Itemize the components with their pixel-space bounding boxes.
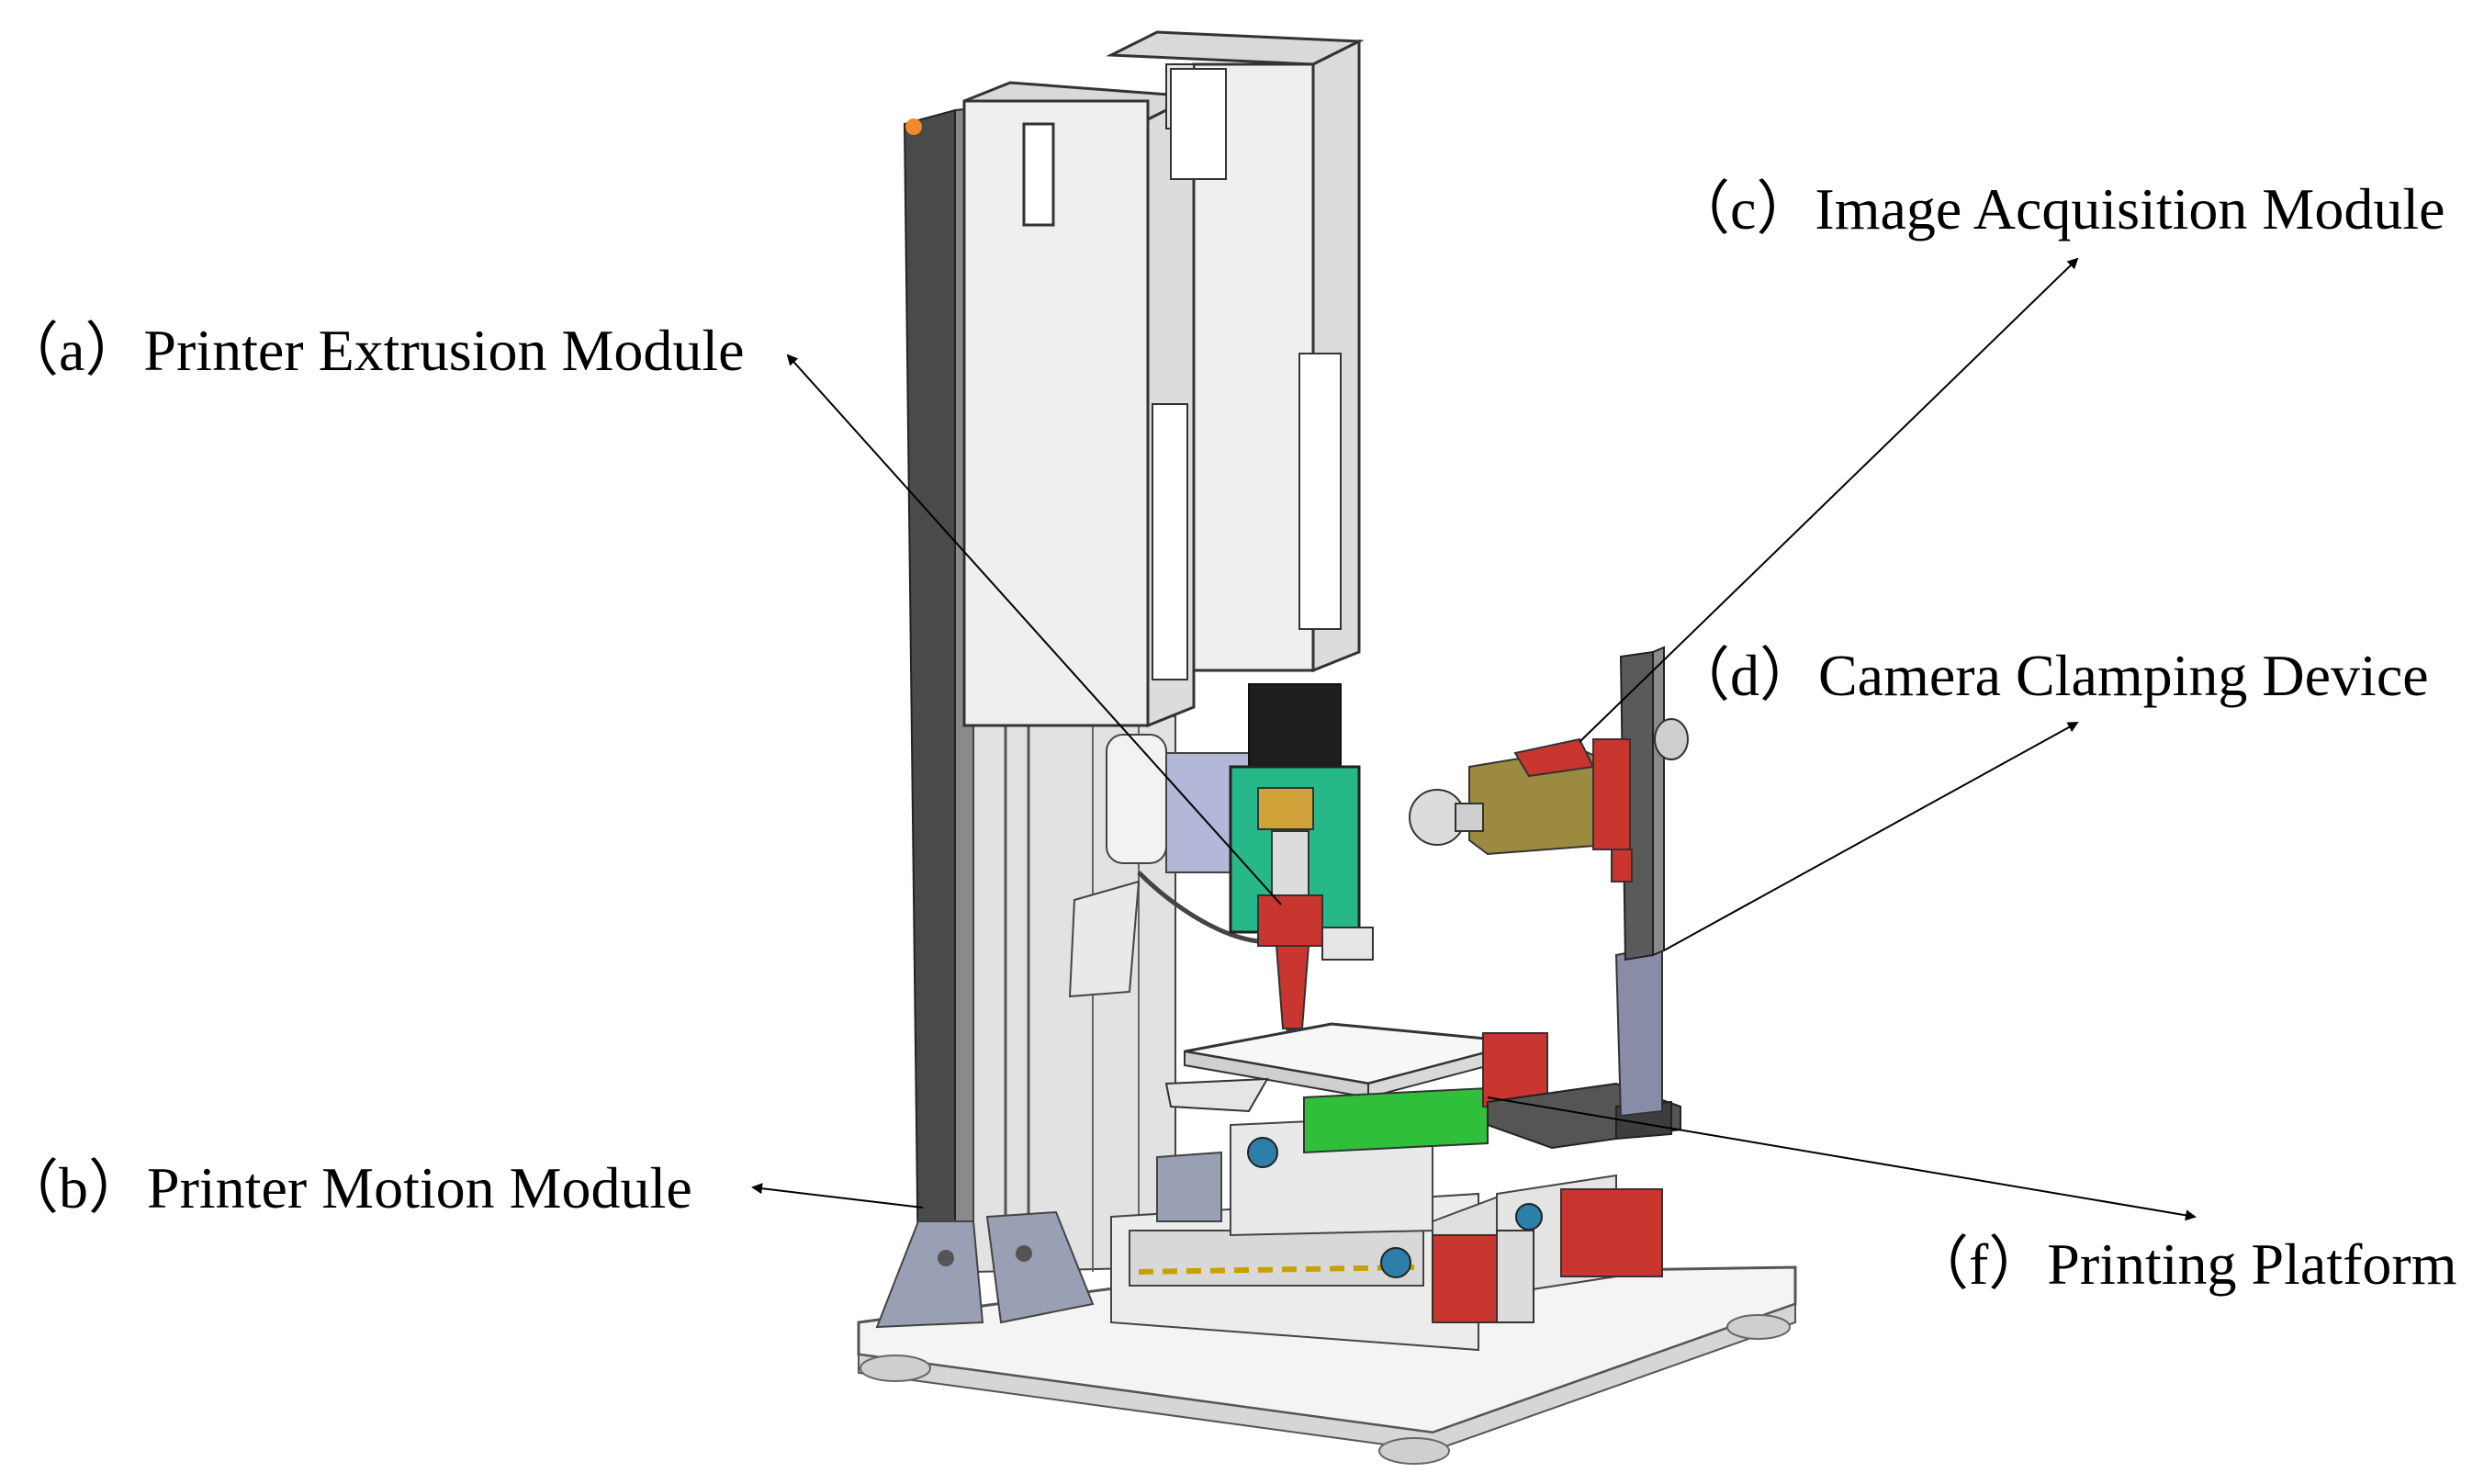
extrusion-housing-left	[962, 81, 1199, 728]
camera-clamp	[1487, 646, 1681, 1150]
printing-platform	[1164, 1022, 1548, 1154]
base-plate	[857, 1265, 1797, 1465]
leader-line-c	[1579, 257, 2079, 743]
label-camera-clamping-device: （d）Camera Clamping Device	[1671, 643, 2429, 708]
syringe-arm	[1068, 734, 1259, 998]
label-printing-platform: （f）Printing Platform	[1910, 1231, 2457, 1297]
leader-line-d	[1663, 722, 2079, 951]
leader-lines	[751, 257, 2197, 1221]
leader-line-a	[786, 354, 1282, 905]
leader-line-f	[1487, 1096, 2197, 1221]
label-printer-extrusion-module: （a）Printer Extrusion Module	[0, 318, 745, 383]
camera-module	[1409, 718, 1689, 883]
corner-brackets	[875, 1210, 1095, 1329]
label-image-acquisition-module: （c）Image Acquisition Module	[1671, 176, 2445, 242]
label-printer-motion-module: （b）Printer Motion Module	[0, 1155, 692, 1220]
extruder-head	[1229, 683, 1374, 1047]
extrusion-housing-right	[1106, 30, 1365, 673]
leader-line-b	[751, 1183, 924, 1209]
motion-stage	[1110, 1114, 1663, 1352]
